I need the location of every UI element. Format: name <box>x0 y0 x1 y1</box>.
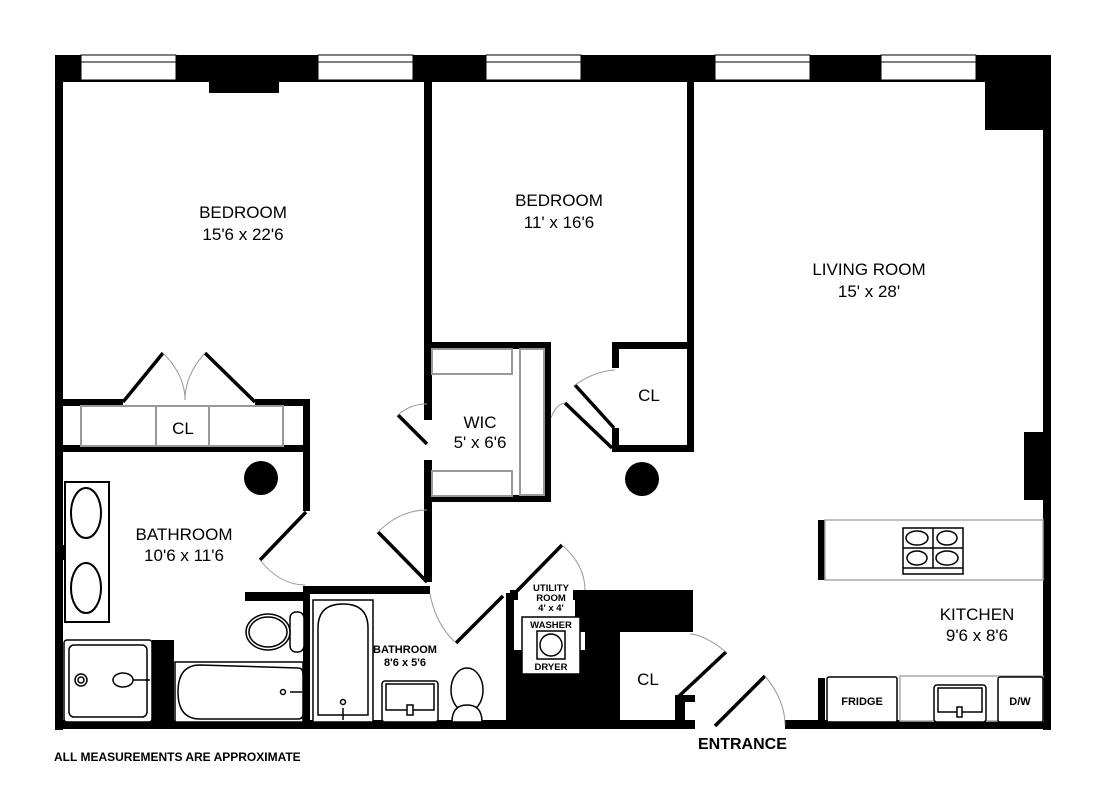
svg-text:9'6 x 8'6: 9'6 x 8'6 <box>946 626 1008 645</box>
double-vanity-icon <box>64 481 110 623</box>
door-leaves <box>121 351 767 728</box>
svg-text:BEDROOM: BEDROOM <box>515 191 603 210</box>
toilet-icon <box>245 611 305 653</box>
fridge-icon <box>826 676 898 723</box>
cooktop-icon <box>902 527 964 575</box>
svg-text:BATHROOM: BATHROOM <box>373 644 437 656</box>
toilet-icon <box>450 667 484 723</box>
svg-text:4' x 4': 4' x 4' <box>538 603 564 614</box>
windows <box>80 54 977 81</box>
dishwasher-icon <box>997 676 1044 723</box>
svg-text:15'6 x 22'6: 15'6 x 22'6 <box>202 225 283 244</box>
svg-text:15' x 28': 15' x 28' <box>838 282 900 301</box>
room-label-kitchen: KITCHEN 9'6 x 8'6 <box>940 605 1015 645</box>
washer-dryer-icon <box>521 616 581 675</box>
svg-text:8'6 x 5'6: 8'6 x 5'6 <box>384 657 426 669</box>
room-label-wic: WIC 5' x 6'6 <box>454 413 507 452</box>
closet-label: CL <box>638 386 660 405</box>
closet-label: CL <box>172 419 194 438</box>
fridge-label: FRIDGE <box>841 696 883 708</box>
bathtub-icon <box>312 599 374 723</box>
bathtub-icon <box>174 661 304 723</box>
closet-shelving <box>80 405 284 447</box>
svg-text:BEDROOM: BEDROOM <box>199 203 287 222</box>
dryer-label: DRYER <box>535 662 568 673</box>
svg-text:ROOM: ROOM <box>536 593 566 604</box>
shower-icon <box>63 639 153 723</box>
footnote: ALL MEASUREMENTS ARE APPROXIMATE <box>54 750 301 764</box>
room-label-living-room: LIVING ROOM 15' x 28' <box>812 260 925 301</box>
sink-icon <box>381 680 439 723</box>
room-label-master-bathroom: BATHROOM 10'6 x 11'6 <box>136 525 233 565</box>
room-label-bedroom-1: BEDROOM 15'6 x 22'6 <box>199 203 287 244</box>
column-icon <box>625 462 659 496</box>
entrance-label: ENTRANCE <box>698 736 787 753</box>
room-label-bedroom-2: BEDROOM 11' x 16'6 <box>515 191 603 232</box>
washer-label: WASHER <box>530 620 572 631</box>
svg-text:WIC: WIC <box>463 413 496 432</box>
room-label-utility-room: UTILITY ROOM 4' x 4' <box>533 583 570 614</box>
room-label-bathroom-2: BATHROOM 8'6 x 5'6 <box>373 644 437 669</box>
closet-label: CL <box>637 670 659 689</box>
svg-text:5' x 6'6: 5' x 6'6 <box>454 433 507 452</box>
svg-text:10'6 x 11'6: 10'6 x 11'6 <box>144 546 224 565</box>
svg-text:BATHROOM: BATHROOM <box>136 525 233 544</box>
svg-text:UTILITY: UTILITY <box>533 583 570 594</box>
dishwasher-label: D/W <box>1009 696 1031 708</box>
door-swings <box>162 352 786 726</box>
svg-text:LIVING ROOM: LIVING ROOM <box>812 260 925 279</box>
svg-text:KITCHEN: KITCHEN <box>940 605 1015 624</box>
wic-shelving <box>431 348 545 497</box>
column-icon <box>244 461 278 495</box>
svg-text:11' x 16'6: 11' x 16'6 <box>524 213 594 232</box>
kitchen-sink-icon <box>933 684 987 723</box>
